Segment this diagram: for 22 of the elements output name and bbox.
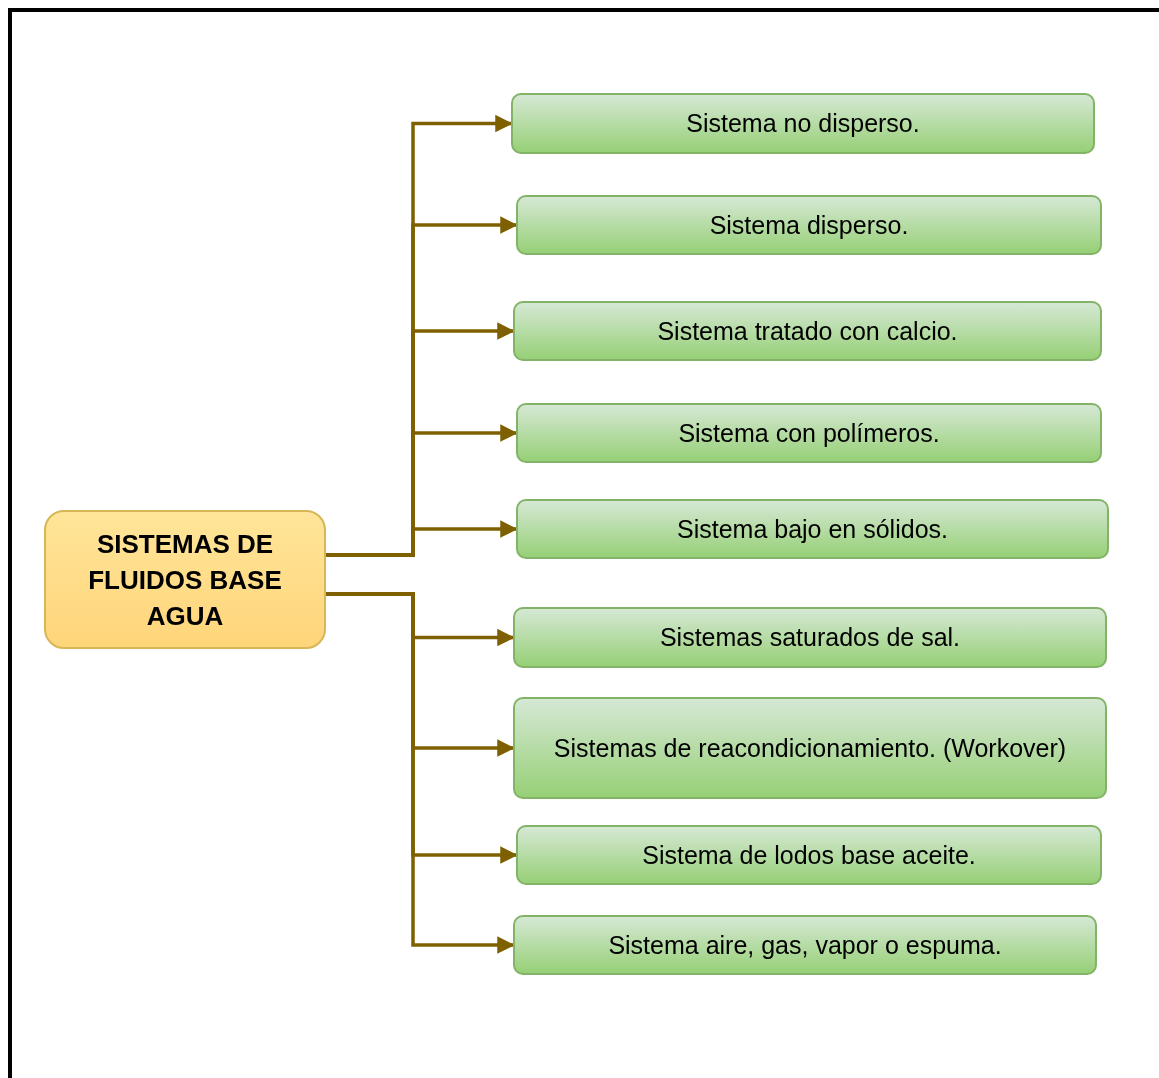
category-box xyxy=(513,607,1107,668)
category-box xyxy=(513,301,1102,361)
category-box xyxy=(516,403,1102,463)
category-box xyxy=(513,697,1107,799)
category-box xyxy=(513,915,1097,975)
node-text: Sistema de lodos base aceite. xyxy=(642,839,976,871)
category-box xyxy=(511,93,1095,154)
node-text: Sistemas de reacondicionamiento. (Workover) xyxy=(553,732,1067,764)
node-text: Sistema aire, gas, vapor o espuma. xyxy=(608,929,1002,961)
node-text: SISTEMAS DE FLUIDOS BASE AGUA xyxy=(87,527,283,633)
arrow xyxy=(326,520,518,557)
node-text: Sistema con polímeros. xyxy=(678,417,940,449)
node-text: Sistema disperso. xyxy=(709,209,909,241)
node-text: Sistema bajo en sólidos. xyxy=(677,513,948,545)
category-box xyxy=(516,825,1102,885)
category-box xyxy=(516,499,1109,559)
arrow xyxy=(326,592,515,954)
root-box xyxy=(44,510,326,649)
node-text: Sistema tratado con calcio. xyxy=(657,315,958,347)
category-box xyxy=(516,195,1102,255)
node-text: Sistema no disperso. xyxy=(686,108,920,139)
node-text: Sistemas saturados de sal. xyxy=(659,622,961,653)
